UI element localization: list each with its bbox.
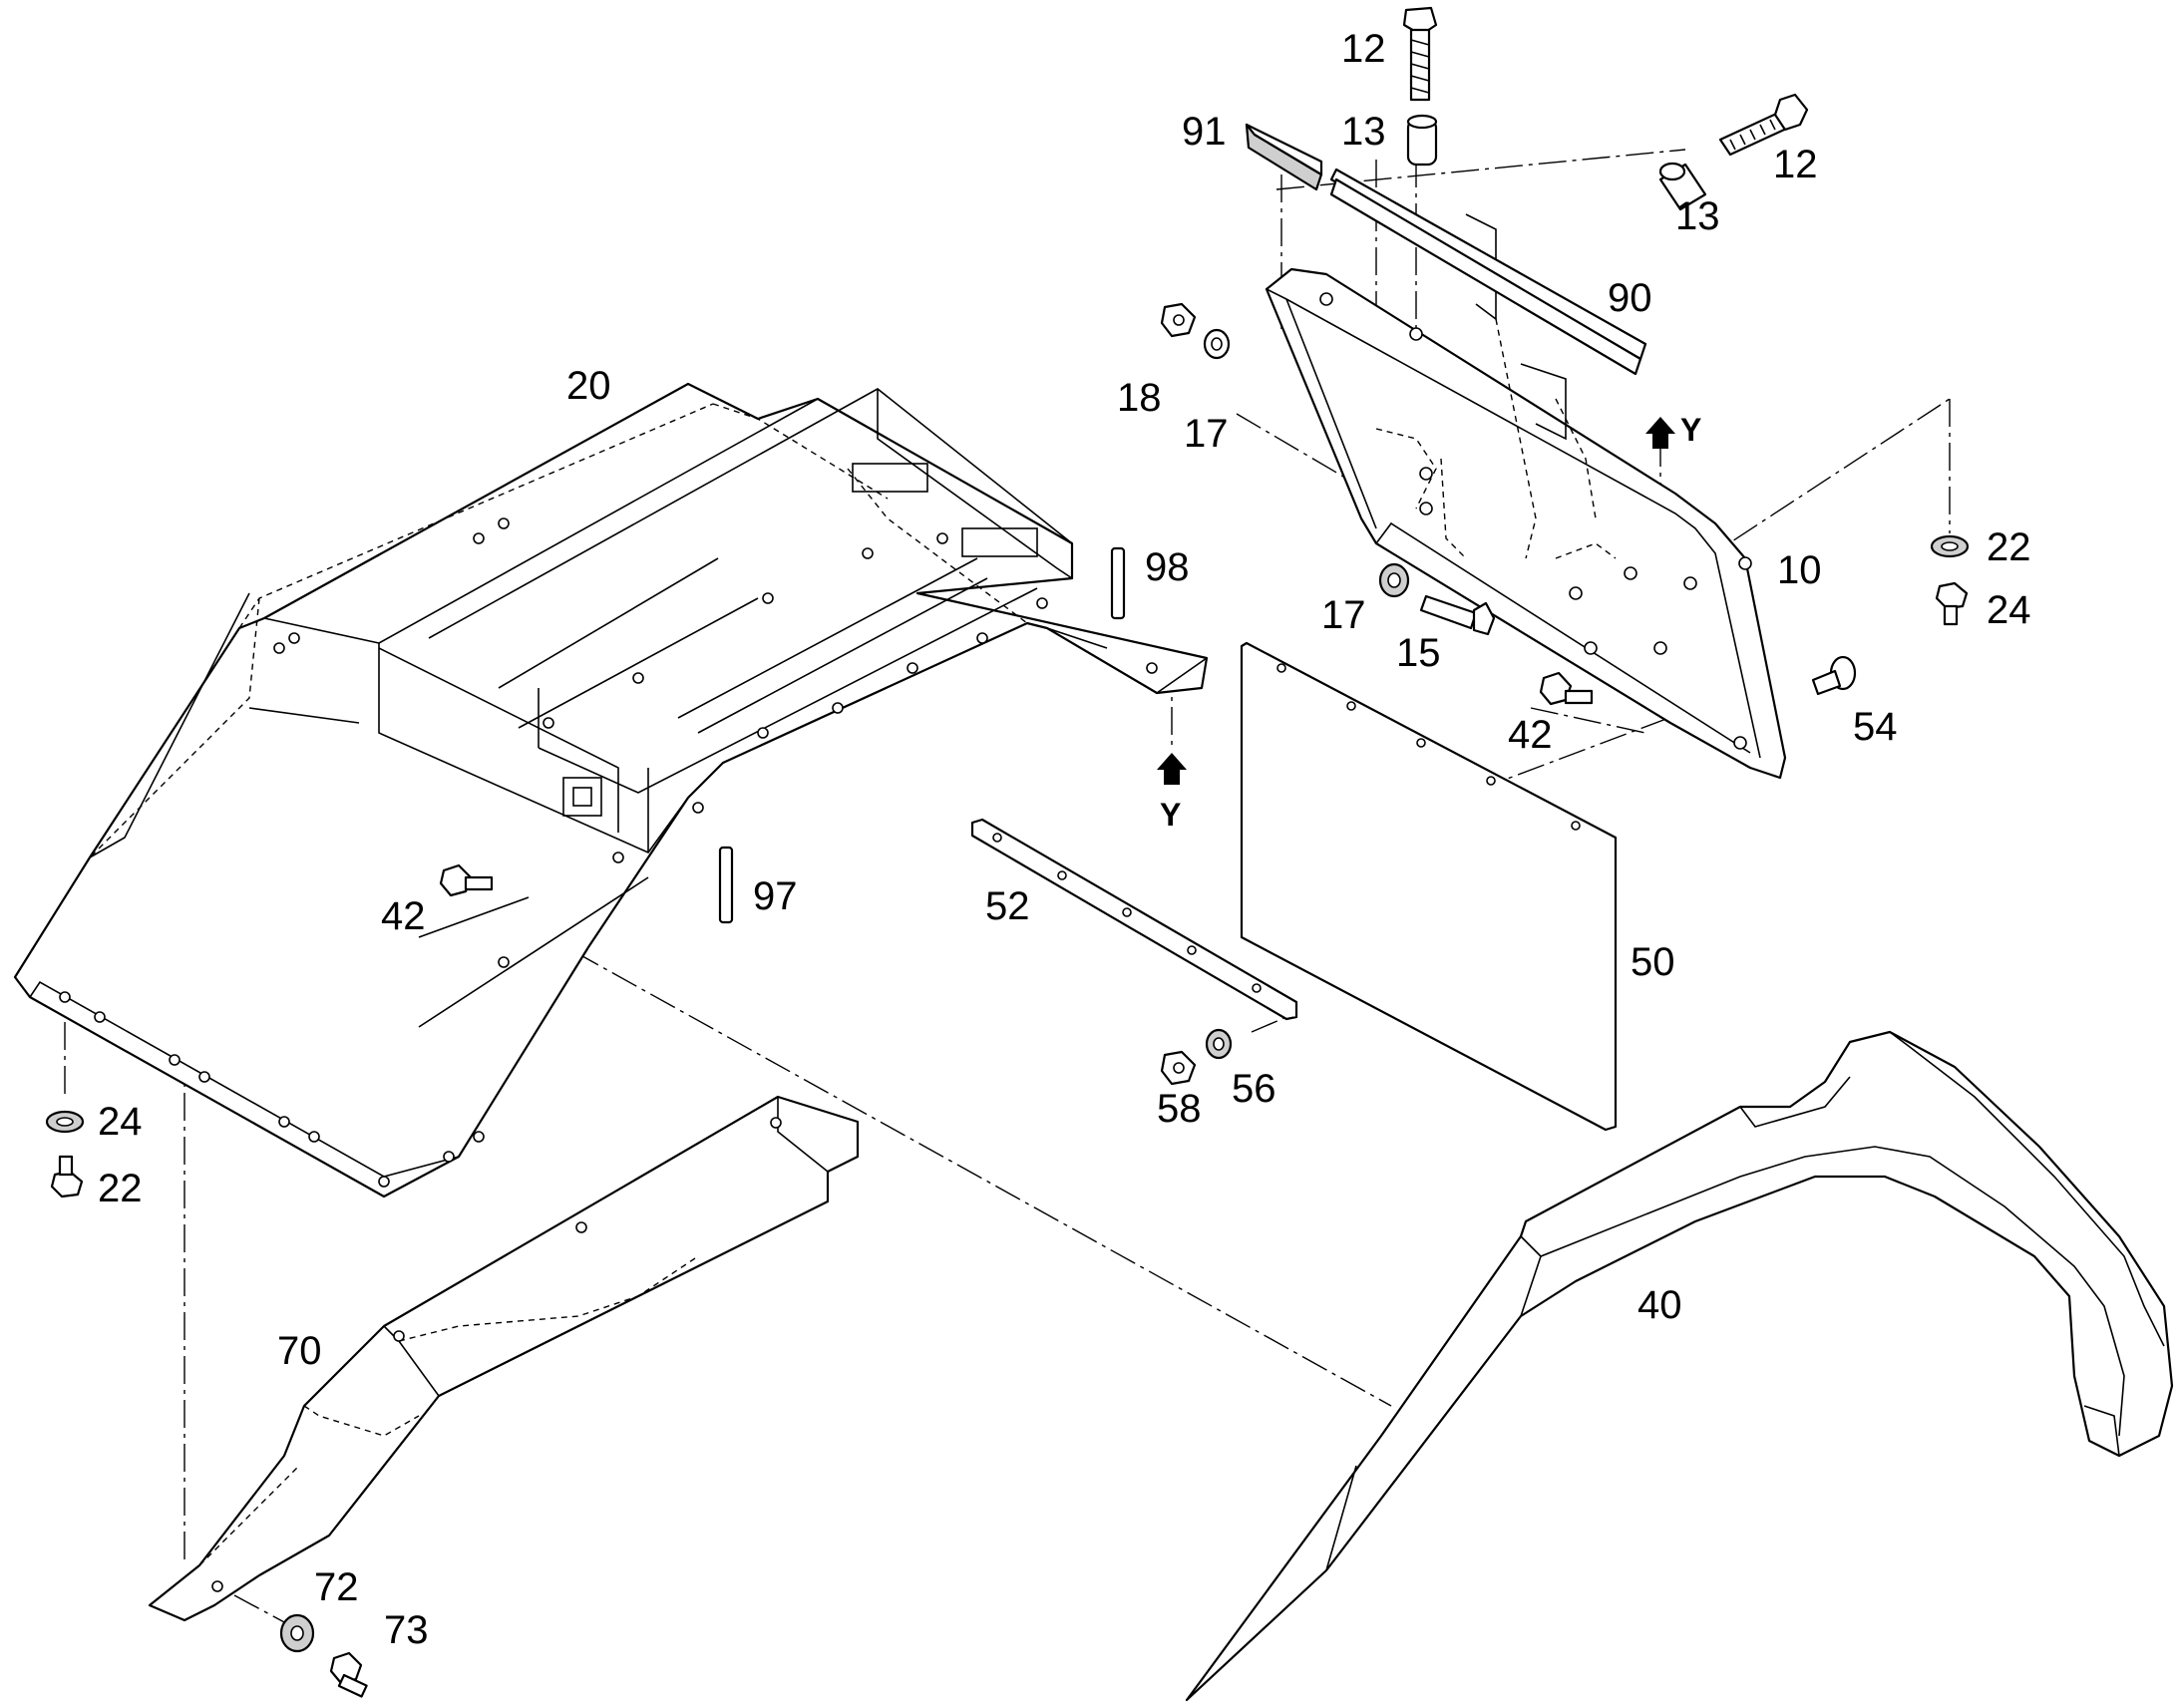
spacer-13-vertical-icon (1406, 114, 1438, 167)
part-91-short-strip (1245, 123, 1323, 191)
label-56: 56 (1232, 1067, 1276, 1111)
label-58: 58 (1157, 1087, 1202, 1131)
part-10-upper-mount (1265, 213, 1787, 780)
spacer-13-angled-icon (1658, 162, 1707, 211)
part-90-strip (1329, 168, 1647, 376)
label-70: 70 (277, 1329, 322, 1373)
hardware (45, 6, 1970, 1698)
washer-17-upper-icon (1203, 328, 1231, 360)
washer-22-upper-icon (1930, 534, 1970, 558)
label-17-lower: 17 (1321, 593, 1366, 637)
bolt-24-upper-icon (1935, 581, 1969, 626)
bolt-42-right-icon (1539, 671, 1594, 706)
part-40-fender (1185, 1030, 2174, 1702)
label-20: 20 (566, 364, 611, 408)
label-42-left: 42 (381, 894, 426, 938)
label-24-left: 24 (98, 1100, 143, 1144)
label-y-upper: Y (1680, 412, 1701, 448)
washer-24-left-icon (45, 1110, 85, 1134)
part-52-strip-bar (970, 818, 1298, 1021)
label-97: 97 (753, 874, 798, 918)
label-17-upper: 17 (1184, 412, 1229, 456)
label-10: 10 (1777, 548, 1822, 592)
washer-72-icon (279, 1613, 315, 1653)
label-y-lower: Y (1160, 797, 1181, 833)
label-54: 54 (1853, 705, 1898, 749)
label-73: 73 (384, 1608, 429, 1652)
bolt-73-icon (329, 1651, 368, 1698)
label-91: 91 (1182, 110, 1227, 154)
washer-17-lower-icon (1378, 562, 1410, 598)
pin-98-icon (1110, 546, 1126, 620)
part-50-mud-flap (1240, 641, 1618, 1132)
label-24-upper: 24 (1987, 588, 2031, 632)
label-13-right: 13 (1675, 194, 1720, 238)
y-arrow-upper-icon (1645, 417, 1675, 449)
label-52: 52 (985, 884, 1030, 928)
label-22-upper: 22 (1987, 525, 2031, 569)
bolt-54-icon (1811, 655, 1857, 696)
label-15: 15 (1396, 631, 1441, 675)
label-12-top: 12 (1341, 27, 1386, 71)
label-40: 40 (1637, 1283, 1682, 1327)
label-72: 72 (314, 1565, 359, 1609)
nut-58-icon (1160, 1050, 1197, 1086)
callout-labels: 12 13 91 12 13 90 18 17 20 Y 22 10 98 24… (98, 27, 2031, 1652)
label-42-right: 42 (1508, 713, 1553, 757)
label-22-left: 22 (98, 1167, 143, 1210)
label-90: 90 (1608, 276, 1652, 320)
part-70-lower-bracket (148, 1095, 860, 1622)
label-12-right: 12 (1773, 143, 1818, 186)
bolt-22-left-icon (50, 1155, 84, 1198)
label-13-top: 13 (1341, 110, 1386, 154)
part-20-main-frame (13, 382, 1209, 1198)
washer-56-icon (1205, 1028, 1233, 1060)
bolt-12-vertical-icon (1402, 6, 1438, 102)
bolt-12-angled-icon (1718, 93, 1809, 157)
pin-97-icon (718, 846, 734, 924)
label-18: 18 (1117, 376, 1162, 420)
nut-18-icon (1160, 302, 1197, 338)
bolt-42-left-icon (439, 863, 494, 897)
y-arrow-lower-icon (1157, 753, 1187, 785)
bolt-15-icon (1419, 594, 1496, 636)
label-50: 50 (1631, 940, 1675, 984)
label-98: 98 (1145, 545, 1190, 589)
